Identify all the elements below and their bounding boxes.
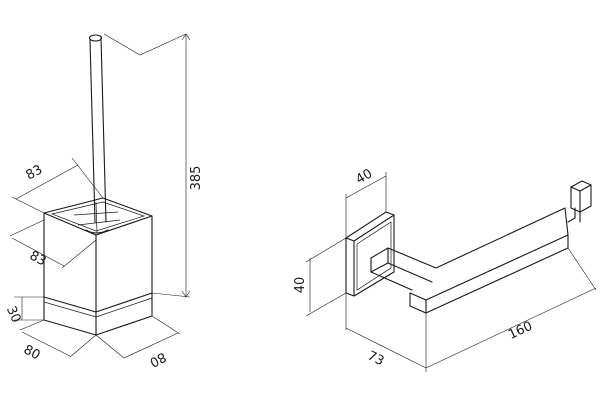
brush-handle xyxy=(88,34,107,223)
plate-width-label: 40 xyxy=(353,166,375,187)
top-width-label: 83 xyxy=(27,248,49,269)
dimension-plate-height: 40 xyxy=(293,237,347,317)
dimension-plate-width: 40 xyxy=(345,166,387,238)
height-label: 385 xyxy=(189,166,204,191)
base-depth-label: 80 xyxy=(147,349,169,370)
dimension-height: 385 xyxy=(103,33,204,298)
dimension-length: 160 xyxy=(425,247,597,369)
depth-label: 73 xyxy=(365,348,386,369)
dimension-top-width: 83 xyxy=(9,219,97,269)
top-depth-label: 83 xyxy=(24,162,46,183)
holder-arm xyxy=(370,207,569,314)
dimension-base-height: 30 xyxy=(3,296,44,325)
dimension-depth: 73 xyxy=(345,293,427,372)
toilet-paper-holder: 40 40 73 160 xyxy=(293,166,597,372)
container-base xyxy=(43,292,153,336)
container-top xyxy=(43,197,153,236)
plate-height-label: 40 xyxy=(293,277,308,294)
toilet-brush-holder: 385 83 83 30 80 xyxy=(3,33,204,370)
length-label: 160 xyxy=(506,319,535,343)
base-width-label: 80 xyxy=(21,342,43,363)
dimension-top-depth: 83 xyxy=(11,157,104,214)
end-cap xyxy=(567,180,592,223)
base-height-label: 30 xyxy=(3,304,23,325)
container-body xyxy=(43,212,153,313)
wall-plate xyxy=(345,211,395,297)
dimension-base-depth: 80 xyxy=(95,315,181,370)
dimension-base-width: 80 xyxy=(19,319,97,363)
